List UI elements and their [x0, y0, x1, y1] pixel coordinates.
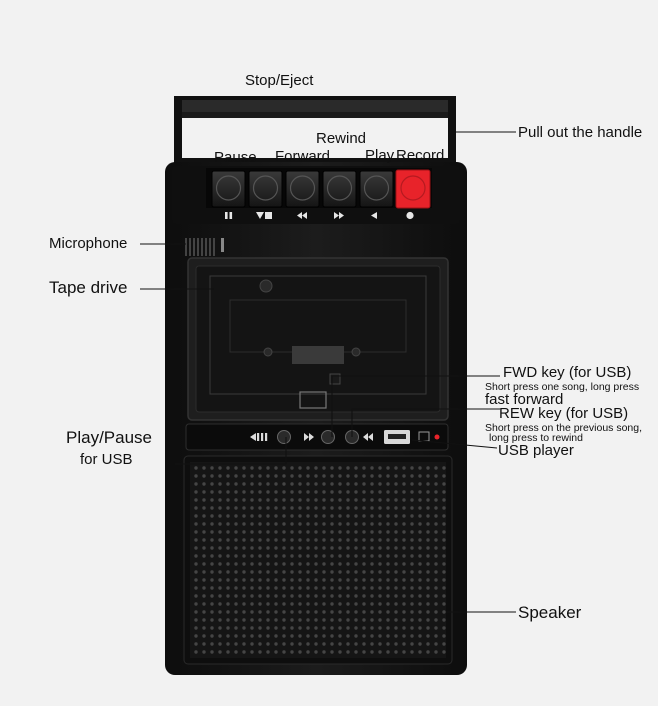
label-tape-drive: Tape drive: [49, 278, 128, 297]
label-forward: Forward: [275, 148, 331, 165]
play-key[interactable]: [359, 170, 394, 208]
speaker-grille: [183, 455, 453, 665]
usb-port-icon[interactable]: [384, 430, 410, 444]
pause-icon: [225, 212, 233, 219]
label-play-pause-line-2: for USB: [80, 451, 133, 468]
microphone: [185, 238, 215, 256]
key-symbols: [225, 211, 414, 220]
callout-lines: [140, 131, 516, 613]
play-icon: [371, 212, 377, 219]
label-microphone: Microphone: [49, 235, 128, 252]
rewind-icon: [297, 212, 307, 219]
fast-forward-icon: [334, 212, 344, 219]
label-speaker: Speaker: [518, 603, 582, 622]
label-fwd-key-desc-2: fast forward: [485, 391, 564, 408]
label-record: Record: [396, 147, 445, 164]
label-pull-handle: Pull out the handle: [518, 124, 643, 141]
label-pause: Pause: [214, 149, 257, 166]
pause-key[interactable]: [211, 170, 246, 208]
forward-key[interactable]: [285, 170, 320, 208]
label-stop-eject: Stop/Eject: [245, 72, 314, 89]
power-led: [434, 434, 440, 440]
record-key[interactable]: [395, 169, 431, 209]
label-fwd-key-title: FWD key (for USB): [503, 364, 632, 381]
label-rew-key-title: REW key (for USB): [499, 405, 629, 422]
label-rew-key-desc-1: Short press on the previous song,: [485, 422, 643, 434]
label-play: Play: [365, 147, 395, 164]
stop-eject-key[interactable]: [248, 170, 283, 208]
fwd-usb-button[interactable]: [321, 430, 335, 444]
record-icon: [406, 211, 414, 220]
tape-drive-door[interactable]: [187, 257, 449, 421]
usb-control-panel: [185, 423, 449, 451]
label-rewind: Rewind: [316, 130, 367, 147]
label-play-pause-line-1: Play/Pause: [66, 428, 152, 447]
label-fwd-key-desc-1: Short press one song, long press: [485, 381, 640, 393]
label-rew-key-desc-2: long press to rewind: [489, 432, 583, 444]
play-pause-usb-button[interactable]: [277, 430, 291, 444]
rewind-key[interactable]: [322, 170, 357, 208]
indicator-light: [221, 238, 224, 252]
stop-eject-icon: [256, 212, 272, 219]
label-usb-player: USB player: [498, 442, 574, 459]
